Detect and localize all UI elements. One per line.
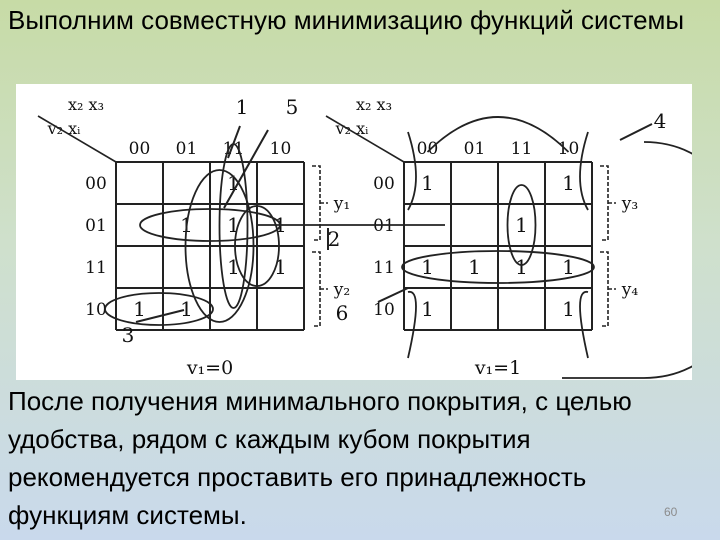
callout-number: 1 bbox=[236, 95, 249, 119]
callout-number: 3 bbox=[122, 323, 135, 347]
right-map-cell-value: 1 bbox=[421, 171, 434, 195]
slide-body-text: После получения минимального покрытия, с… bbox=[8, 386, 632, 530]
callout-arrow bbox=[619, 123, 653, 141]
right-map-cell-value: 1 bbox=[562, 255, 575, 279]
left-map-row-header: 10 bbox=[85, 300, 107, 320]
right-map-corner-diagonal bbox=[325, 115, 405, 163]
right-map-brace-label: y₄ bbox=[621, 280, 639, 300]
callout-number: 6 bbox=[336, 301, 349, 325]
cover-edge-arc bbox=[407, 131, 417, 211]
left-map-cell-value: 1 bbox=[180, 297, 193, 321]
cover-edge-arc bbox=[579, 131, 589, 211]
right-map-brace bbox=[600, 165, 616, 241]
callout-arrow bbox=[135, 309, 185, 323]
right-map-row-header: 10 bbox=[373, 300, 395, 320]
left-map-column-header: 00 bbox=[129, 139, 151, 159]
cover-arc bbox=[426, 116, 570, 153]
cover-annotations: 1 2 3 4 5 6 bbox=[104, 95, 692, 379]
right-map-cell-value: 1 bbox=[468, 255, 481, 279]
left-map-row-header: 11 bbox=[85, 258, 107, 278]
left-map-corner-bottom-label: v₂ xᵢ bbox=[47, 119, 81, 138]
cover-oval bbox=[234, 205, 280, 287]
callout-arrow bbox=[227, 125, 241, 159]
right-map-column-header: 11 bbox=[511, 139, 533, 159]
cover-oval bbox=[184, 169, 255, 323]
right-map-cell-value: 1 bbox=[515, 255, 528, 279]
right-map-corner-top-label: x₂ x₃ bbox=[356, 95, 392, 114]
callout-number: 2 bbox=[328, 227, 341, 251]
left-map-column-header: 10 bbox=[270, 139, 292, 159]
cover-oval bbox=[104, 292, 214, 326]
slide-title: Выполним совместную минимизацию функций … bbox=[8, 5, 685, 35]
callout-arrow bbox=[223, 129, 269, 209]
callout-number: 5 bbox=[286, 95, 299, 119]
right-map-cell-value: 1 bbox=[562, 297, 575, 321]
right-map-brace-label: y₃ bbox=[621, 194, 638, 214]
left-map-corner-diagonal bbox=[37, 115, 117, 163]
right-map-cell-value: 1 bbox=[421, 297, 434, 321]
left-map-brace-label: y₁ bbox=[333, 194, 350, 214]
right-map-cell-value: 1 bbox=[562, 171, 575, 195]
left-map-row-header: 00 bbox=[85, 174, 107, 194]
cover-large-arc bbox=[562, 141, 692, 379]
cover-edge-arc bbox=[579, 291, 589, 359]
right-map-column-header: 10 bbox=[558, 139, 580, 159]
page-number: 60 bbox=[664, 505, 678, 519]
left-map-cell-value: 1 bbox=[133, 297, 146, 321]
right-map-corner-bottom-label: v₂ xᵢ bbox=[335, 119, 369, 138]
right-map-caption: v₁=1 bbox=[474, 357, 521, 379]
callout-arrow bbox=[377, 287, 409, 303]
right-map-cell-value: 1 bbox=[421, 255, 434, 279]
left-map-brace-label: y₂ bbox=[333, 280, 350, 300]
right-map-row-header: 00 bbox=[373, 174, 395, 194]
left-map-cell-value: 1 bbox=[227, 171, 240, 195]
right-map-brace bbox=[600, 251, 616, 327]
cover-oval bbox=[506, 184, 537, 266]
right-map-column-header: 00 bbox=[417, 139, 439, 159]
left-map-column-header: 01 bbox=[176, 139, 198, 159]
right-map-row-header: 01 bbox=[373, 216, 395, 236]
left-map-brace bbox=[312, 165, 328, 241]
right-map-column-header: 01 bbox=[464, 139, 486, 159]
cover-oval bbox=[401, 250, 595, 284]
left-map-corner-top-label: x₂ x₃ bbox=[68, 95, 104, 114]
left-map-row-header: 01 bbox=[85, 216, 107, 236]
left-map-column-header: 11 bbox=[223, 139, 245, 159]
right-map-cell-value: 1 bbox=[515, 213, 528, 237]
left-map-brace bbox=[312, 251, 328, 327]
right-map-row-header: 11 bbox=[373, 258, 395, 278]
cover-edge-arc bbox=[407, 291, 417, 359]
callout-number: 4 bbox=[654, 109, 667, 133]
left-map-caption: v₁=0 bbox=[186, 357, 233, 379]
